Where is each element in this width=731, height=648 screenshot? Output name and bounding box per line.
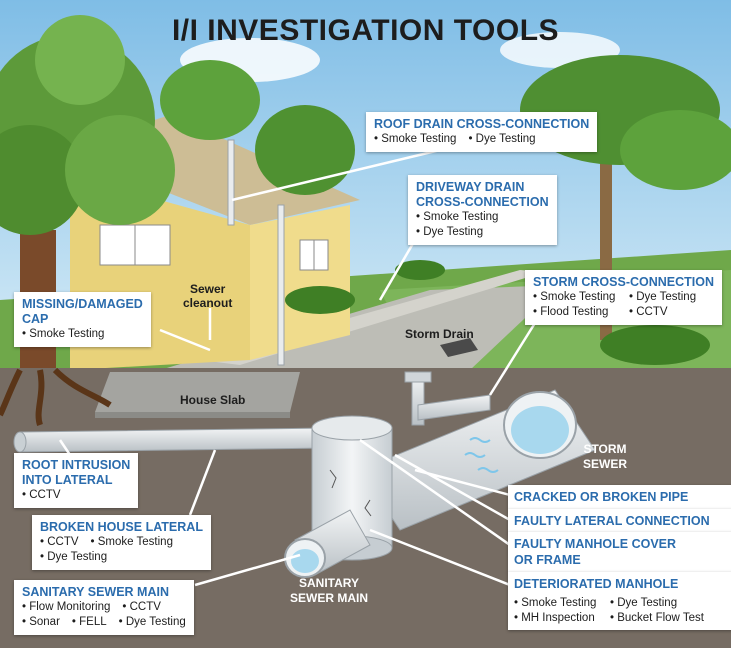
tool-item: • Dye Testing <box>468 132 535 147</box>
callout-heading: ROOF DRAIN CROSS-CONNECTION <box>374 117 589 132</box>
callout-driveway-drain: DRIVEWAY DRAIN CROSS-CONNECTION • Smoke … <box>408 175 557 245</box>
tool-item: • CCTV <box>40 535 79 550</box>
tool-item: • Smoke Testing <box>416 210 549 225</box>
label-line: cleanout <box>183 296 232 310</box>
callout-missing-cap: MISSING/DAMAGED CAP • Smoke Testing <box>14 292 151 347</box>
vent-stack <box>228 140 234 225</box>
callout-root-intrusion: ROOT INTRUSION INTO LATERAL • CCTV <box>14 453 138 508</box>
label-line: SEWER <box>583 457 627 472</box>
tool-item: • Flow Monitoring <box>22 600 110 615</box>
callout-heading: INTO LATERAL <box>22 473 130 488</box>
label-line: STORM <box>583 442 627 457</box>
callout-storm-cross-connection: STORM CROSS-CONNECTION • Smoke Testing •… <box>525 270 722 325</box>
callout-broken-lateral: BROKEN HOUSE LATERAL • CCTV • Smoke Test… <box>32 515 211 570</box>
label-sanitary-sewer-main: SANITARY SEWER MAIN <box>290 576 368 606</box>
callout-heading: CROSS-CONNECTION <box>416 195 549 210</box>
shrub <box>600 325 710 365</box>
label-line: SEWER MAIN <box>290 591 368 606</box>
manhole-top <box>312 416 392 440</box>
tool-item: • CCTV <box>122 600 161 615</box>
tool-item: • CCTV <box>22 488 130 503</box>
problem-line: DETERIORATED MANHOLE <box>514 576 728 592</box>
callout-heading: ROOT INTRUSION <box>22 458 130 473</box>
tool-item: • Sonar <box>22 615 60 630</box>
tool-item: • Dye Testing <box>629 290 696 305</box>
problem-line: FAULTY MANHOLE COVER <box>514 536 728 552</box>
problem-deteriorated-manhole: DETERIORATED MANHOLE • Smoke Testing • D… <box>508 572 731 630</box>
callout-heading: SANITARY SEWER MAIN <box>22 585 186 600</box>
label-sewer-cleanout: Sewer cleanout <box>183 282 232 310</box>
label-line: SANITARY <box>290 576 368 591</box>
tool-item: • Dye Testing <box>416 225 549 240</box>
tool-item: • Dye Testing <box>40 550 203 565</box>
tool-item: • CCTV <box>629 305 668 320</box>
label-line: Sewer <box>183 282 232 296</box>
tool-item: • FELL <box>72 615 107 630</box>
callout-heading: DRIVEWAY DRAIN <box>416 180 549 195</box>
house-wall-front <box>250 205 350 360</box>
problem-faulty-lateral: FAULTY LATERAL CONNECTION <box>508 509 731 533</box>
callout-roof-drain: ROOF DRAIN CROSS-CONNECTION • Smoke Test… <box>366 112 597 152</box>
tool-item: • Smoke Testing <box>374 132 456 147</box>
tool-item: • MH Inspection <box>514 611 602 626</box>
problem-faulty-cover: FAULTY MANHOLE COVER OR FRAME <box>508 532 731 572</box>
tool-item: • Smoke Testing <box>514 596 602 611</box>
roof-downspout <box>278 205 284 365</box>
tool-item: • Smoke Testing <box>533 290 617 305</box>
callout-heading: STORM CROSS-CONNECTION <box>533 275 714 290</box>
tool-item: • Dye Testing <box>119 615 186 630</box>
label-house-slab: House Slab <box>180 393 245 407</box>
banana-plant <box>160 60 260 140</box>
problem-line: OR FRAME <box>514 552 728 568</box>
callout-heading: MISSING/DAMAGED <box>22 297 143 312</box>
tool-item: • Smoke Testing <box>91 535 173 550</box>
callout-sanitary-main: SANITARY SEWER MAIN • Flow Monitoring • … <box>14 580 194 635</box>
tool-item: • Bucket Flow Test <box>610 611 704 626</box>
diagram-title: I/I INVESTIGATION TOOLS <box>0 14 731 48</box>
tool-item: • Smoke Testing <box>22 327 143 342</box>
problem-cracked-pipe: CRACKED OR BROKEN PIPE <box>508 485 731 509</box>
shrub <box>285 286 355 314</box>
label-storm-sewer: STORM SEWER <box>583 442 627 472</box>
tool-item: • Dye Testing <box>610 596 677 611</box>
tool-item: • Flood Testing <box>533 305 617 320</box>
callout-heading: CAP <box>22 312 143 327</box>
label-storm-drain: Storm Drain <box>405 327 474 341</box>
callout-heading: BROKEN HOUSE LATERAL <box>40 520 203 535</box>
